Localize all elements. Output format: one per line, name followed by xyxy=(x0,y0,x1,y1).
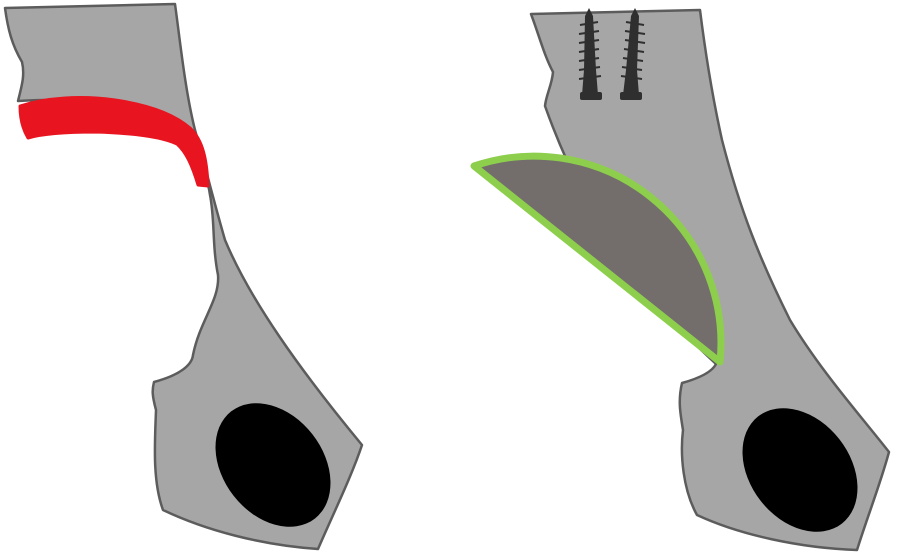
left-panel xyxy=(5,4,362,549)
right-panel xyxy=(474,8,889,554)
